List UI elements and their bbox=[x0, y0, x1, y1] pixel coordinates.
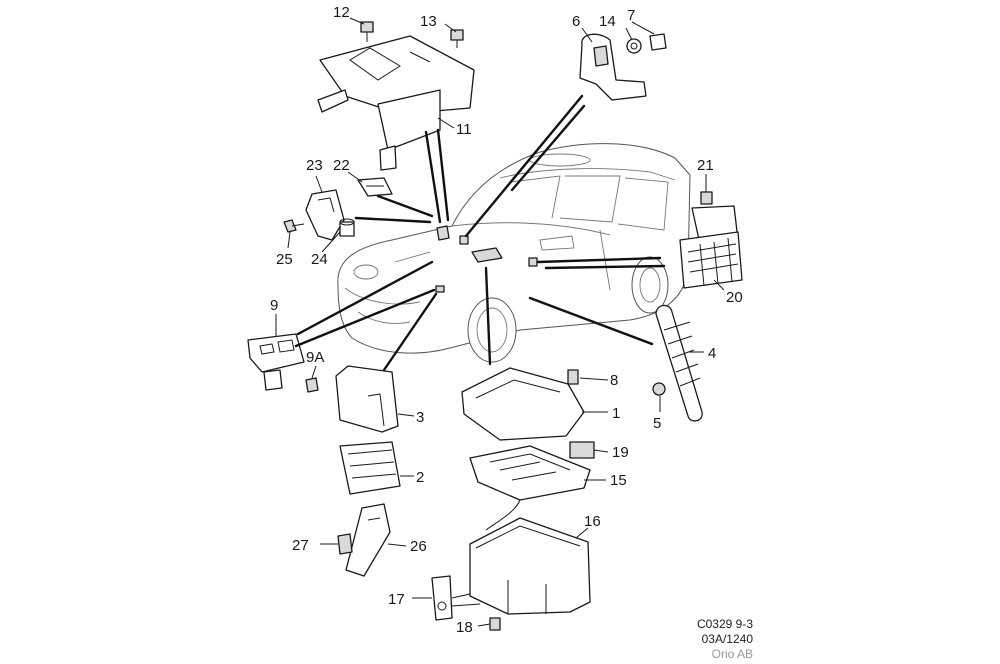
callout-12: 12 bbox=[333, 4, 350, 21]
callout-1: 1 bbox=[612, 405, 620, 422]
drawing-reference: C0329 9-3 03A/1240 Orio AB bbox=[697, 617, 753, 662]
callout-labels: 12 13 6 14 7 11 23 22 21 25 24 20 9 9A 4… bbox=[270, 4, 743, 636]
part-6-bracket bbox=[579, 33, 647, 101]
callout-24: 24 bbox=[311, 251, 328, 268]
pointer-lines bbox=[294, 94, 666, 372]
part-14-nut bbox=[626, 38, 642, 54]
part-9-bracket bbox=[247, 333, 305, 391]
part-18-screw bbox=[489, 617, 501, 631]
part-7-clip bbox=[649, 33, 667, 51]
callout-18: 18 bbox=[456, 619, 473, 636]
part-20-control-unit bbox=[679, 205, 743, 289]
callout-5: 5 bbox=[653, 415, 661, 432]
part-22-clip bbox=[357, 177, 393, 197]
part-16-housing bbox=[469, 517, 591, 615]
reference-number: 03A/1240 bbox=[701, 632, 753, 646]
part-13-screw bbox=[450, 29, 464, 48]
part-3-cover bbox=[335, 365, 399, 433]
part-17-cover bbox=[431, 575, 453, 621]
callout-17: 17 bbox=[388, 591, 405, 608]
callout-16: 16 bbox=[584, 513, 601, 530]
callout-9a: 9A bbox=[306, 349, 324, 366]
part-26-bracket bbox=[345, 503, 391, 577]
callout-8: 8 bbox=[610, 372, 618, 389]
part-5-screw bbox=[652, 382, 666, 396]
callout-27: 27 bbox=[292, 537, 309, 554]
callout-20: 20 bbox=[726, 289, 743, 306]
part-25-screw bbox=[283, 219, 305, 233]
part-21-clip bbox=[700, 191, 713, 205]
part-27-pin bbox=[337, 533, 353, 555]
callout-15: 15 bbox=[610, 472, 627, 489]
car-outline bbox=[337, 143, 691, 363]
callout-2: 2 bbox=[416, 469, 424, 486]
callout-7: 7 bbox=[627, 7, 635, 24]
callout-11: 11 bbox=[456, 121, 472, 138]
callout-25: 25 bbox=[276, 251, 293, 268]
callout-22: 22 bbox=[333, 157, 350, 174]
part-1-fusebox-lid bbox=[461, 367, 585, 441]
callout-23: 23 bbox=[306, 157, 323, 174]
part-23-bracket bbox=[305, 189, 345, 241]
part-9a-screw bbox=[305, 377, 319, 393]
callout-9: 9 bbox=[270, 297, 278, 314]
part-19-relay bbox=[569, 441, 595, 459]
callout-19: 19 bbox=[612, 444, 629, 461]
callout-26: 26 bbox=[410, 538, 427, 555]
leader-lines bbox=[275, 17, 725, 627]
callout-14: 14 bbox=[599, 13, 616, 30]
part-2-connector bbox=[339, 441, 401, 495]
part-12-screw bbox=[360, 21, 374, 42]
part-11-bracket bbox=[317, 35, 475, 171]
reference-copyright: Orio AB bbox=[711, 647, 753, 661]
callout-3: 3 bbox=[416, 409, 424, 426]
part-24-nut bbox=[339, 218, 355, 237]
reference-code: C0329 9-3 bbox=[696, 617, 753, 631]
callout-4: 4 bbox=[708, 345, 716, 362]
callout-6: 6 bbox=[572, 13, 580, 30]
callout-13: 13 bbox=[420, 13, 437, 30]
callout-21: 21 bbox=[697, 157, 714, 174]
part-15-fuse-holder bbox=[469, 445, 591, 531]
part-8-clip bbox=[567, 369, 579, 385]
part-4-rail bbox=[655, 304, 703, 422]
